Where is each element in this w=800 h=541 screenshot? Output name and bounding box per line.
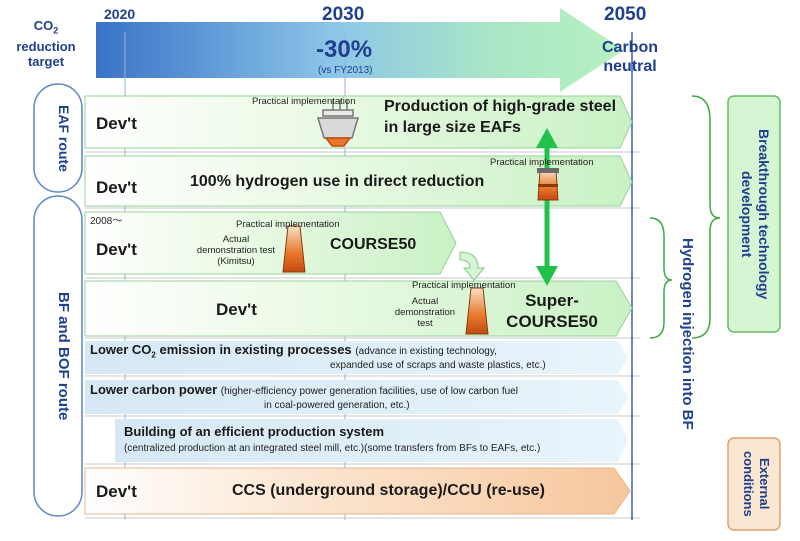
efficient-system-detail-1: (centralized production at an integrated… xyxy=(124,443,365,454)
hydrogen-dr-title: 100% hydrogen use in direct reduction xyxy=(190,173,485,190)
super-course50-arrow xyxy=(84,280,633,337)
course50-practical: Practical implementation xyxy=(236,219,340,230)
target-rest1: reduction xyxy=(16,38,76,54)
efficient-system-detail-2: (some transfers from BFs to EAFs, etc.) xyxy=(364,443,541,454)
super-course50-title: Super- COURSE50 xyxy=(500,290,604,332)
lower-emission-detail-1: (advance in existing technology, xyxy=(355,346,497,357)
course50-since: 2008～ xyxy=(90,216,123,227)
target-rest2: target xyxy=(27,53,65,69)
hydrogen-dr-practical: Practical implementation xyxy=(490,157,594,168)
hydrogen-dr-arrow xyxy=(84,155,633,207)
eaf-route-oval xyxy=(33,83,83,193)
external-box xyxy=(727,437,781,531)
double-arrow-up xyxy=(536,128,558,148)
lower-power-detail-2: in coal-powered generation, etc.) xyxy=(264,400,410,411)
eaf-large-arrow xyxy=(84,95,633,149)
course50-test: Actual demonstration test (Kimitsu) xyxy=(188,234,284,267)
eaf-large-devt: Dev't xyxy=(96,114,137,133)
hydrogen-dr-devt: Dev't xyxy=(96,178,137,197)
bracket-hydrogen xyxy=(649,217,673,339)
year-2020: 2020 xyxy=(104,6,136,22)
lower-power-title-text: Lower carbon power xyxy=(90,382,218,397)
super-course50-test-3: test xyxy=(417,318,433,329)
ccs-devt: Dev't xyxy=(96,482,137,501)
super-course50-title-1: Super- xyxy=(525,291,579,310)
course50-devt: Dev't xyxy=(96,240,137,259)
course50-title: COURSE50 xyxy=(330,236,417,253)
target-co: CO xyxy=(33,18,54,33)
course50-test-3: (Kimitsu) xyxy=(217,256,255,267)
lower-power-title: Lower carbon power (higher-efficiency po… xyxy=(90,382,518,400)
course50-arrow xyxy=(84,211,457,275)
efficient-system-detail: (centralized production at an integrated… xyxy=(124,443,540,454)
external-label: External conditions xyxy=(741,451,772,517)
goal-line1: Carbon xyxy=(602,39,658,56)
lower-emission-detail-2: expanded use of scraps and waste plastic… xyxy=(330,360,546,371)
eaf-large-title-2: in large size EAFs xyxy=(384,119,521,136)
breakthrough-label: Breakthrough technology development xyxy=(739,128,772,300)
efficient-system-arrow xyxy=(115,419,628,462)
target-sub: 2 xyxy=(53,25,59,36)
super-course50-test: Actual demonstration test xyxy=(386,296,464,329)
bracket-breakthrough xyxy=(691,95,721,339)
breakthrough-box xyxy=(727,95,781,333)
reduction-pct: -30% xyxy=(316,36,373,63)
super-course50-title-2: COURSE50 xyxy=(506,312,598,331)
hydrogen-bf-label: Hydrogen injection into BF xyxy=(679,238,696,430)
lower-emission-title-sub: 2 xyxy=(151,350,156,360)
bf-route-label: BF and BOF route xyxy=(55,291,72,421)
lower-emission-arrow xyxy=(85,341,628,374)
double-arrow-down xyxy=(536,266,558,286)
year-2030: 2030 xyxy=(322,4,365,25)
lower-emission-title-b: emission in existing processes xyxy=(155,342,352,357)
eaf-large-title: Production of high-grade steel in large … xyxy=(384,96,616,138)
super-course50-practical: Practical implementation xyxy=(412,280,516,291)
ccs-title: CCS (underground storage)/CCU (re-use) xyxy=(232,482,545,499)
super-course50-test-2: demonstration xyxy=(394,307,456,318)
efficient-system-title: Building of an efficient production syst… xyxy=(124,424,385,439)
year-2050: 2050 xyxy=(604,4,647,25)
target-arrow xyxy=(96,8,624,92)
eaf-large-practical: Practical implementation xyxy=(252,96,356,107)
bf-route-oval xyxy=(33,195,83,517)
course50-test-1: Actual xyxy=(222,234,250,245)
goal-label: Carbon neutral xyxy=(596,38,664,76)
target-label: CO2 reduction target xyxy=(6,18,86,69)
lower-emission-title: Lower CO2 emission in existing processes… xyxy=(90,342,497,364)
shaft-furnace-icon xyxy=(537,168,559,201)
goal-line2: neutral xyxy=(603,58,657,75)
ccs-arrow xyxy=(84,467,631,515)
lower-power-detail-1: (higher-efficiency power generation faci… xyxy=(220,386,518,397)
reduction-basis: (vs FY2013) xyxy=(318,65,373,76)
transition-arrow xyxy=(459,251,486,281)
super-course50-devt: Dev't xyxy=(216,300,257,319)
lower-emission-title-a: Lower CO xyxy=(90,342,152,357)
eaf-large-title-1: Production of high-grade steel xyxy=(384,98,617,115)
course50-test-2: demonstration test xyxy=(196,245,276,256)
bf-icon-super xyxy=(465,287,489,335)
eaf-route-label: EAF route xyxy=(56,104,72,172)
lower-power-arrow xyxy=(85,380,628,414)
eaf-furnace-icon xyxy=(316,100,360,147)
super-course50-test-1: Actual xyxy=(411,296,439,307)
bf-icon-course50 xyxy=(282,225,306,273)
